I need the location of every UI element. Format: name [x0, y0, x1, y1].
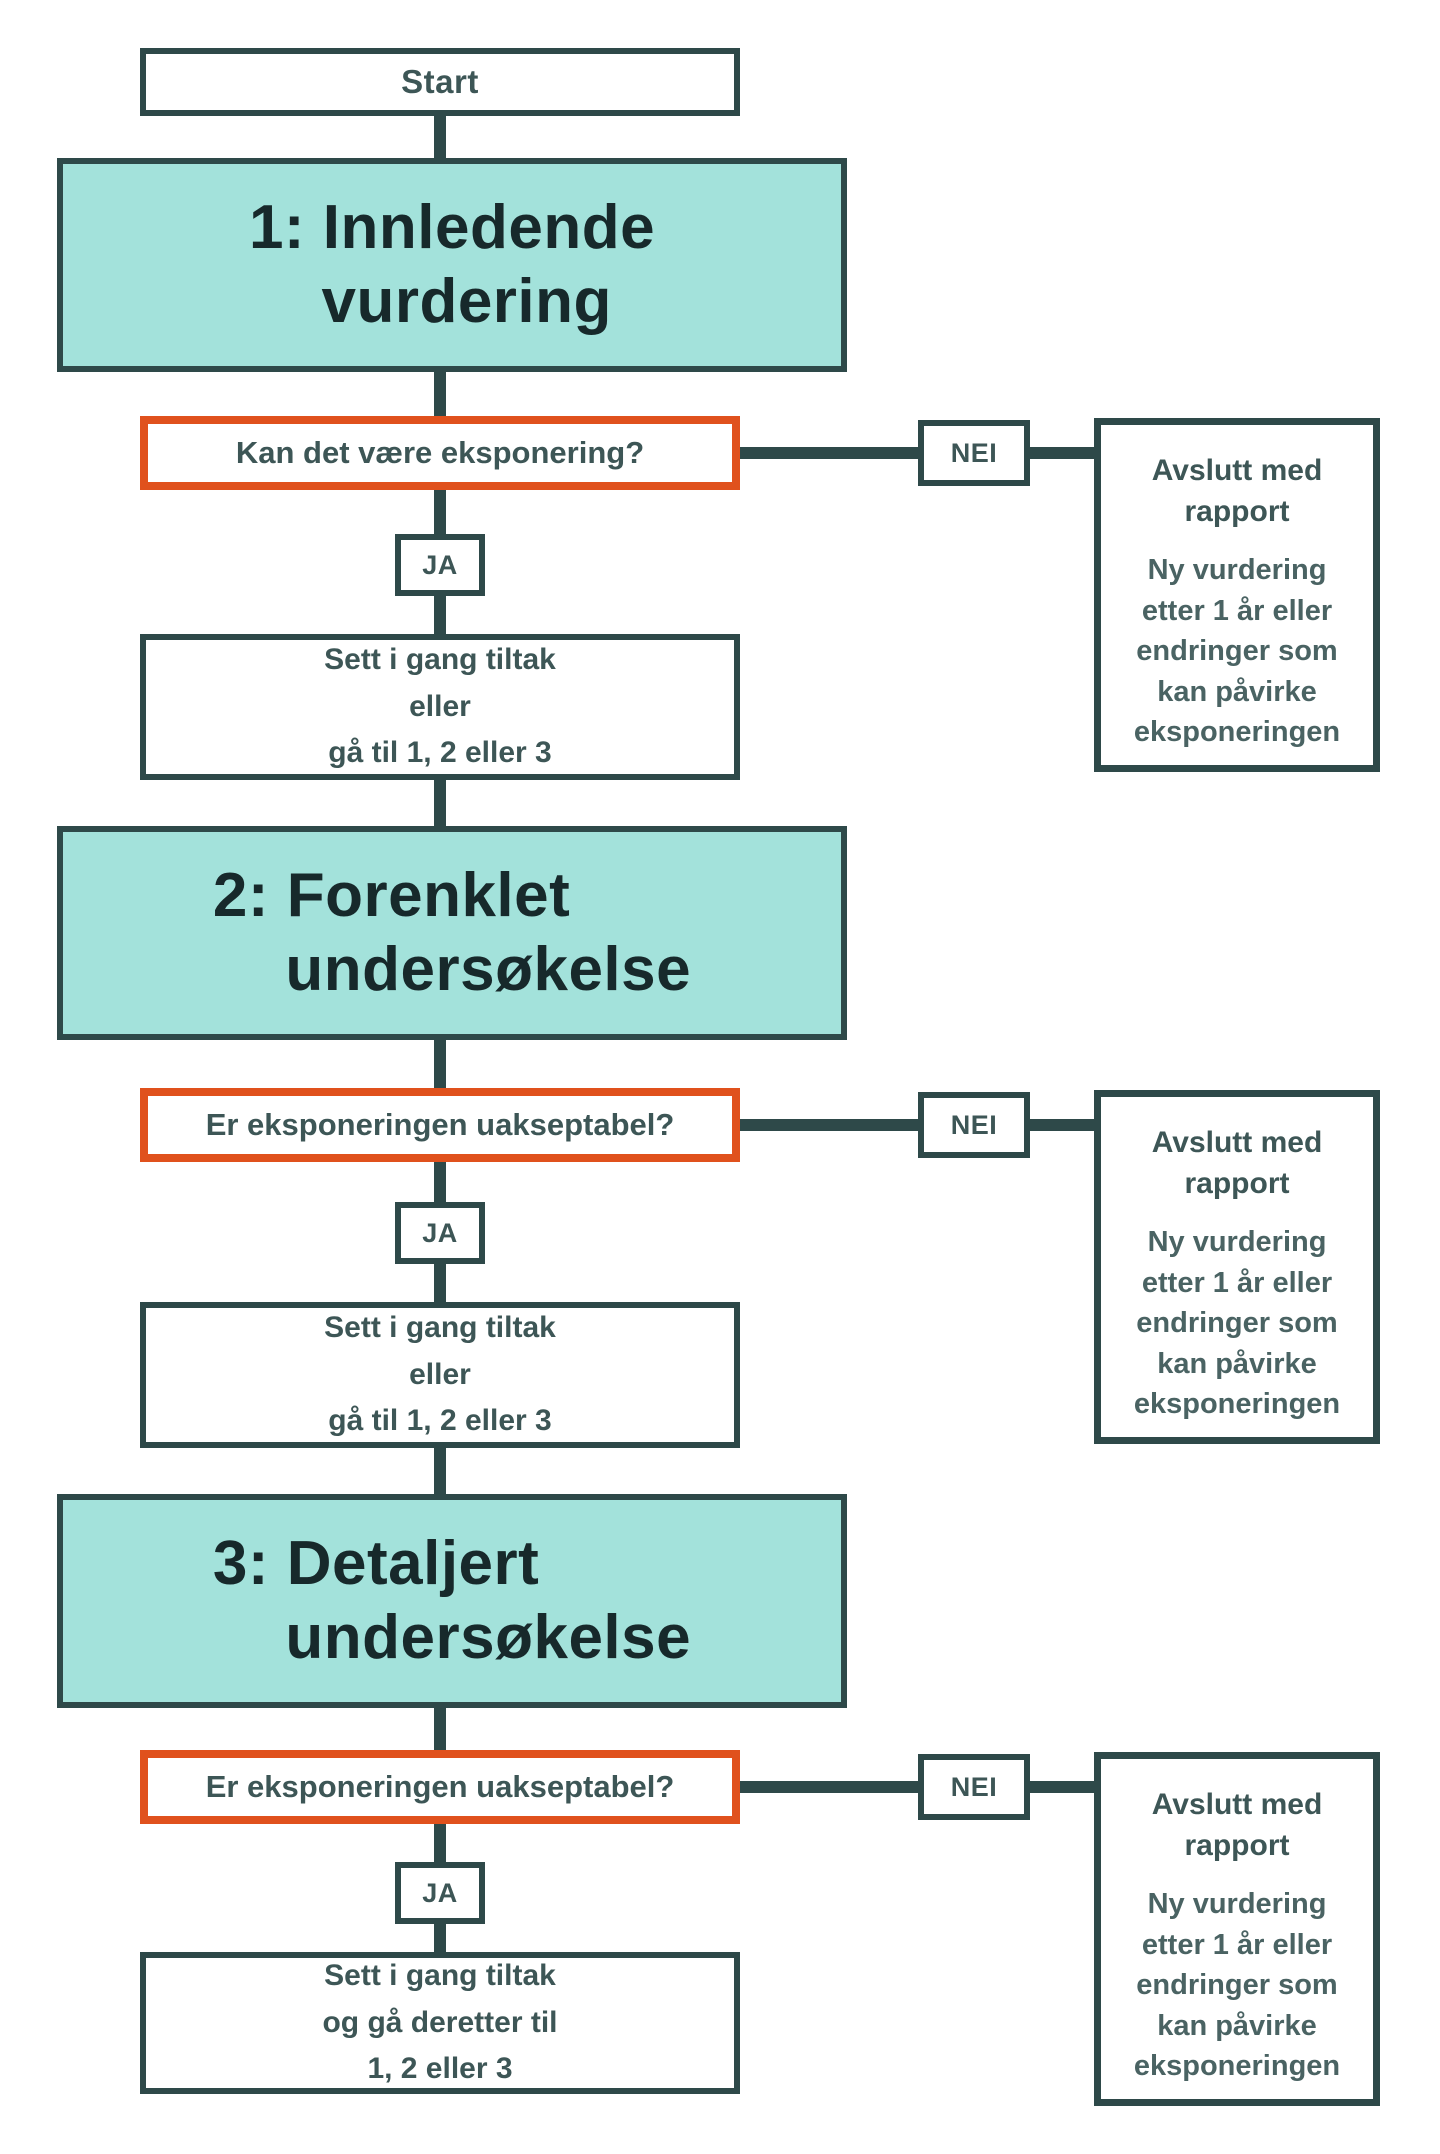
connector-ja3-action3	[434, 1924, 446, 1952]
end-report-2-title: Avslutt med rapport	[1151, 1126, 1323, 1200]
stage-1-box: 1: Innledende vurdering	[57, 158, 847, 372]
stage-1-title-line1: 1: Innledende	[248, 192, 656, 262]
nei-3-label: NEI	[950, 1771, 998, 1802]
action-3-line3: 1, 2 eller 3	[367, 2052, 513, 2086]
nei-1-label: NEI	[950, 437, 998, 468]
connector-question2-ja2	[434, 1162, 446, 1202]
connector-question1-nei1	[740, 447, 918, 459]
connector-ja1-action1	[434, 596, 446, 634]
action-3-box: Sett i gang tiltak og gå deretter til 1,…	[140, 1952, 740, 2094]
stage-3-box: 3: Detaljert undersøkelse	[57, 1494, 847, 1708]
connector-question2-nei2	[740, 1119, 918, 1131]
end-report-2-content: Avslutt med rapport Ny vurdering etter 1…	[1119, 1123, 1355, 1425]
action-2-line1: Sett i gang tiltak	[324, 1311, 556, 1345]
action-1-line2: eller	[409, 689, 471, 723]
stage-2-title: 2: Forenklet undersøkelse	[213, 859, 691, 1008]
question-1-box: Kan det være eksponering?	[140, 416, 740, 490]
end-report-2-box: Avslutt med rapport Ny vurdering etter 1…	[1094, 1090, 1380, 1444]
ja-1-box: JA	[395, 534, 485, 596]
action-1-text: Sett i gang tiltak eller gå til 1, 2 ell…	[324, 637, 556, 777]
stage-3-title-line2: undersøkelse	[285, 1603, 692, 1672]
stage-2-title-line2: undersøkelse	[285, 935, 692, 1004]
connector-question3-nei3	[740, 1781, 918, 1793]
end-report-1-content: Avslutt med rapport Ny vurdering etter 1…	[1119, 451, 1355, 753]
ja-3-label: JA	[422, 1877, 458, 1908]
stage-3-title: 3: Detaljert undersøkelse	[213, 1527, 691, 1676]
action-1-box: Sett i gang tiltak eller gå til 1, 2 ell…	[140, 634, 740, 780]
nei-1-box: NEI	[918, 420, 1030, 486]
end-report-2-body: Ny vurdering etter 1 år eller endringer …	[1133, 1226, 1341, 1421]
end-report-1-title: Avslutt med rapport	[1151, 454, 1323, 528]
question-3-label: Er eksponeringen uakseptabel?	[205, 1769, 675, 1804]
start-label: Start	[401, 63, 479, 100]
connector-nei3-end3	[1030, 1781, 1094, 1793]
action-2-text: Sett i gang tiltak eller gå til 1, 2 ell…	[324, 1305, 556, 1445]
stage-3-title-line1: 3: Detaljert	[212, 1528, 540, 1598]
ja-2-box: JA	[395, 1202, 485, 1264]
end-report-1-box: Avslutt med rapport Ny vurdering etter 1…	[1094, 418, 1380, 772]
connector-question3-ja3	[434, 1824, 446, 1862]
end-report-3-content: Avslutt med rapport Ny vurdering etter 1…	[1119, 1785, 1355, 2087]
stage-1-title-line2: vurdering	[321, 267, 612, 336]
nei-2-box: NEI	[918, 1092, 1030, 1158]
question-1-label: Kan det være eksponering?	[235, 435, 645, 470]
connector-action2-stage3	[434, 1448, 446, 1494]
action-3-text: Sett i gang tiltak og gå deretter til 1,…	[322, 1953, 557, 2093]
connector-ja2-action2	[434, 1264, 446, 1302]
stage-2-title-line1: 2: Forenklet	[212, 860, 571, 930]
question-3-box: Er eksponeringen uakseptabel?	[140, 1750, 740, 1824]
end-report-3-box: Avslutt med rapport Ny vurdering etter 1…	[1094, 1752, 1380, 2106]
end-report-3-title: Avslutt med rapport	[1151, 1788, 1323, 1862]
question-2-label: Er eksponeringen uakseptabel?	[205, 1107, 675, 1142]
connector-nei1-end1	[1030, 447, 1094, 459]
connector-start-stage1	[434, 116, 446, 158]
ja-2-label: JA	[422, 1217, 458, 1248]
stage-1-title: 1: Innledende vurdering	[249, 191, 655, 340]
connector-question1-ja1	[434, 490, 446, 534]
nei-3-box: NEI	[918, 1754, 1030, 1820]
start-box: Start	[140, 48, 740, 116]
action-2-box: Sett i gang tiltak eller gå til 1, 2 ell…	[140, 1302, 740, 1448]
action-2-line2: eller	[409, 1357, 471, 1391]
connector-action1-stage2	[434, 780, 446, 826]
connector-stage3-question3	[434, 1708, 446, 1750]
end-report-1-body: Ny vurdering etter 1 år eller endringer …	[1133, 554, 1341, 749]
connector-stage1-question1	[434, 372, 446, 416]
connector-stage2-question2	[434, 1040, 446, 1088]
connector-nei2-end2	[1030, 1119, 1094, 1131]
question-2-box: Er eksponeringen uakseptabel?	[140, 1088, 740, 1162]
nei-2-label: NEI	[950, 1109, 998, 1140]
end-report-3-body: Ny vurdering etter 1 år eller endringer …	[1133, 1888, 1341, 2083]
action-1-line3: gå til 1, 2 eller 3	[328, 736, 552, 770]
action-2-line3: gå til 1, 2 eller 3	[328, 1404, 552, 1438]
action-3-line2: og gå deretter til	[322, 2005, 558, 2039]
stage-2-box: 2: Forenklet undersøkelse	[57, 826, 847, 1040]
ja-3-box: JA	[395, 1862, 485, 1924]
action-1-line1: Sett i gang tiltak	[324, 643, 556, 677]
ja-1-label: JA	[422, 549, 458, 580]
action-3-line1: Sett i gang tiltak	[324, 1959, 556, 1993]
